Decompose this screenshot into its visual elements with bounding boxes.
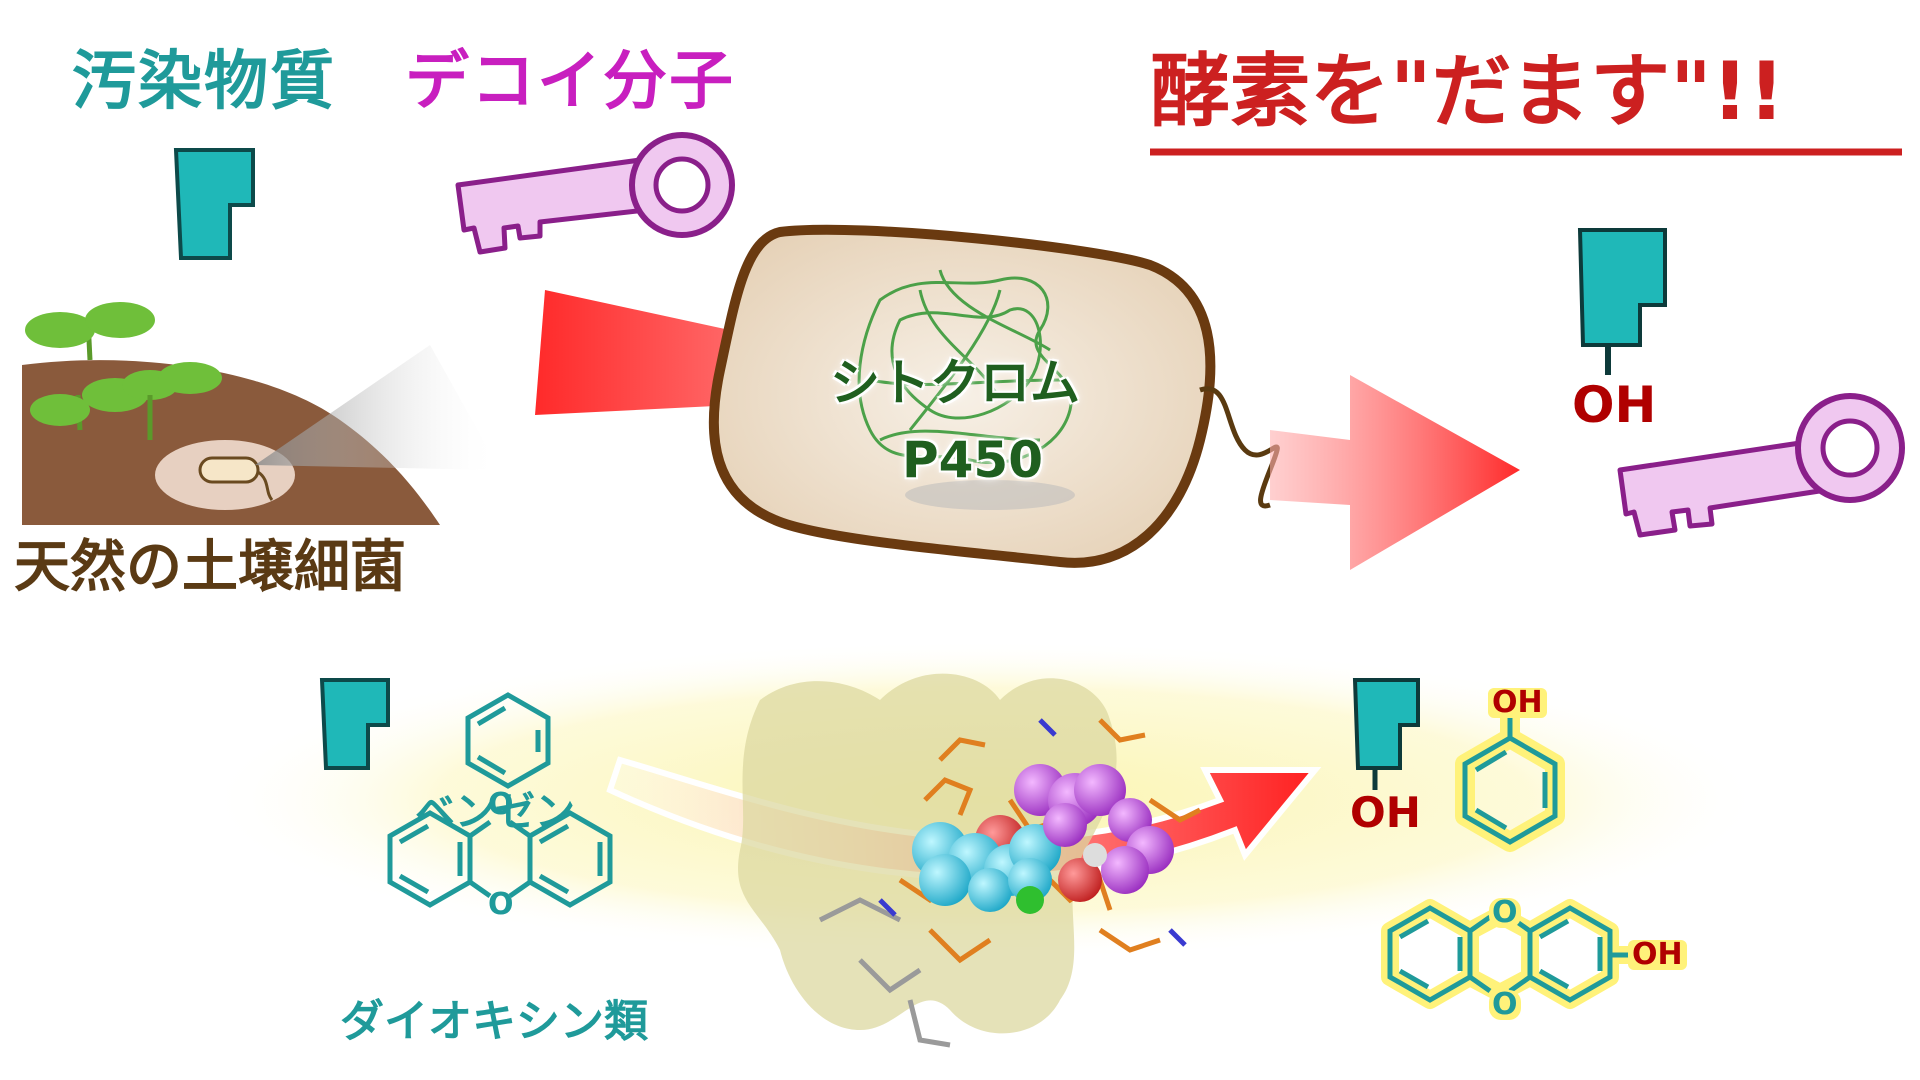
decoy-key-icon (455, 132, 735, 255)
benzene-structure (465, 692, 551, 789)
pollutant-block-icon (173, 148, 255, 260)
oxygen-top-label: O (488, 787, 514, 822)
dioxin-oh-label: OH (1628, 940, 1687, 970)
oh-label-small: OH (1350, 788, 1421, 837)
soil-bacteria-label: 天然の土壌細菌 (14, 535, 406, 600)
soil-illustration (22, 302, 440, 525)
ligand-spheres (912, 764, 1174, 914)
protein-structure-icon (857, 269, 1075, 510)
oxygen-bottom-label: O (488, 887, 514, 922)
enzyme-cell (708, 224, 1280, 568)
pollutant-block-small-icon (319, 678, 390, 770)
hydroxylated-block-icon (1577, 228, 1667, 375)
dioxins-label: ダイオキシン類 (340, 996, 648, 1047)
oh-label-main: OH (1572, 376, 1657, 434)
product-oxygen-top-label: O (1489, 898, 1521, 928)
pollutant-label: 汚染物質 (72, 45, 336, 119)
grey-beam (255, 345, 500, 470)
red-arrow-right (1270, 375, 1520, 570)
product-oxygen-bottom-label: O (1489, 990, 1521, 1020)
enzyme-name-line2: P450 (902, 431, 1044, 489)
bacterium-icon (198, 456, 274, 501)
dioxin-structure (387, 810, 613, 908)
hydroxylated-block-small-icon (1352, 678, 1420, 790)
benzene-label: ベンゼン (415, 789, 575, 835)
decoy-key-right-icon (1617, 393, 1905, 538)
headline: 酵素を"だます"!! (1150, 45, 1785, 138)
protein-pocket (738, 673, 1202, 1048)
phenol-oh-label: OH (1488, 688, 1547, 718)
decoy-label: デコイ分子 (405, 45, 735, 119)
enzyme-name-line1: シトクロム (830, 354, 1080, 412)
phenol-structure (1455, 718, 1565, 852)
